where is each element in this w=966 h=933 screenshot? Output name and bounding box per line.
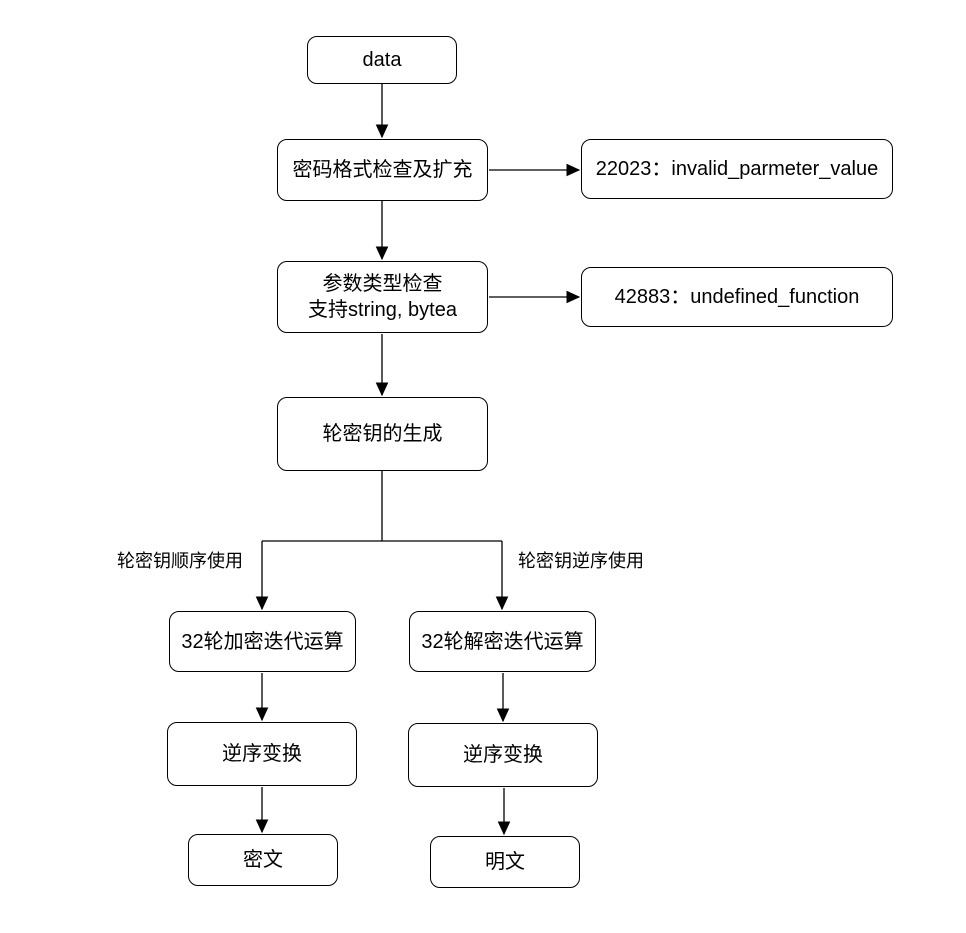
node-ciphertext-label: 密文: [243, 849, 283, 871]
node-format-check: 密码格式检查及扩充: [277, 139, 488, 201]
node-decrypt-reverse: 逆序变换: [408, 723, 598, 787]
node-type-check-label-line2: 支持string, bytea: [308, 299, 457, 321]
branch-label-right: 轮密钥逆序使用: [518, 550, 644, 572]
node-error-invalid-param: 22023：invalid_parmeter_value: [581, 139, 893, 199]
node-ciphertext: 密文: [188, 834, 338, 886]
node-decrypt-rounds: 32轮解密迭代运算: [409, 611, 596, 672]
node-error-undefined-func: 42883：undefined_function: [581, 267, 893, 327]
edge-round-key-branch-trunk: [262, 471, 502, 542]
node-data-input-label: data: [362, 49, 402, 71]
node-type-check-label-line1: 参数类型检查: [322, 273, 443, 295]
node-encrypt-rounds: 32轮加密迭代运算: [169, 611, 356, 672]
node-format-check-label: 密码格式检查及扩充: [292, 159, 473, 181]
node-data-input: data: [307, 36, 457, 84]
node-decrypt-rounds-label: 32轮解密迭代运算: [421, 630, 584, 653]
node-plaintext-label: 明文: [485, 851, 525, 873]
node-encrypt-rounds-label: 32轮加密迭代运算: [181, 630, 344, 653]
node-type-check: 参数类型检查 支持string, bytea: [277, 261, 488, 333]
node-encrypt-reverse-label: 逆序变换: [222, 743, 302, 765]
node-decrypt-reverse-label: 逆序变换: [463, 744, 543, 766]
node-plaintext: 明文: [430, 836, 580, 888]
node-encrypt-reverse: 逆序变换: [167, 722, 357, 786]
node-error-undefined-func-label: 42883：undefined_function: [614, 286, 860, 308]
branch-label-left: 轮密钥顺序使用: [117, 550, 243, 572]
node-round-key-gen: 轮密钥的生成: [277, 397, 488, 471]
node-error-invalid-param-label: 22023：invalid_parmeter_value: [595, 158, 879, 180]
node-round-key-gen-label: 轮密钥的生成: [322, 423, 443, 445]
